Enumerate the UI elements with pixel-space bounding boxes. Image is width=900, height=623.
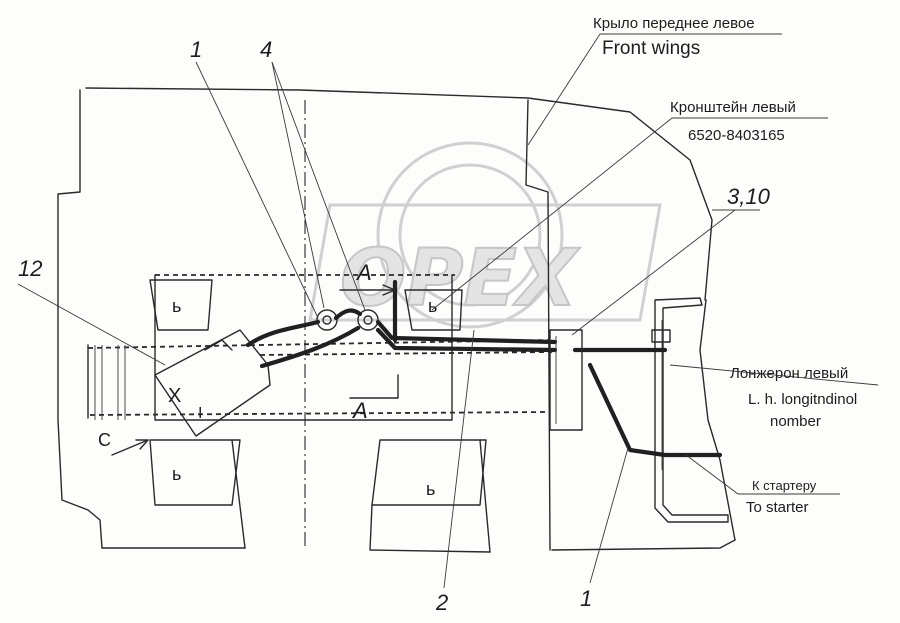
position-number: 12	[18, 256, 42, 281]
battery-tray	[87, 339, 553, 420]
front-wing-label-ru: Крыло переднее левое	[593, 15, 755, 32]
switch-bar-mark: I	[198, 405, 202, 422]
position-number: 1	[190, 37, 202, 62]
battery-terminal: ь	[428, 296, 437, 316]
position-number: 1	[580, 586, 592, 611]
view-a-marks: A A	[339, 260, 399, 423]
battery-terminal: ь	[426, 479, 435, 499]
frame-outline	[57, 87, 736, 551]
view-a-label-bottom: A	[351, 398, 368, 423]
position-number: 2	[435, 590, 448, 615]
position-number: 4	[260, 37, 272, 62]
bracket-label-ru: Кронштейн левый	[670, 99, 796, 116]
spar-label-en-2: nomber	[770, 413, 821, 430]
view-c-mark: C	[98, 430, 149, 456]
bracket-part-number: 6520-8403165	[688, 127, 785, 144]
switch-cross-mark: X	[168, 385, 181, 407]
battery-switch: X I	[154, 329, 271, 437]
watermark-gear-icon	[376, 141, 564, 329]
watermark: OPEX	[308, 141, 662, 329]
spar-bracket	[651, 297, 729, 523]
battery-terminal: ь	[172, 464, 181, 484]
battery-terminal: ь	[172, 296, 181, 316]
front-wing-label-en: Front wings	[602, 38, 700, 59]
spar-label-en-1: L. h. longitndinol	[748, 391, 857, 408]
position-number: 3,10	[727, 184, 771, 209]
view-a-label-top: A	[355, 260, 372, 285]
spar-label-ru: Лонжерон левый	[730, 365, 848, 382]
cable-clamp	[549, 329, 583, 431]
view-c-label: C	[98, 430, 111, 450]
leader-lines	[17, 33, 879, 589]
cables	[245, 279, 723, 458]
battery-rear-lower	[101, 439, 491, 553]
starter-label-ru: К стартеру	[752, 478, 817, 493]
starter-label-en: To starter	[746, 499, 809, 516]
